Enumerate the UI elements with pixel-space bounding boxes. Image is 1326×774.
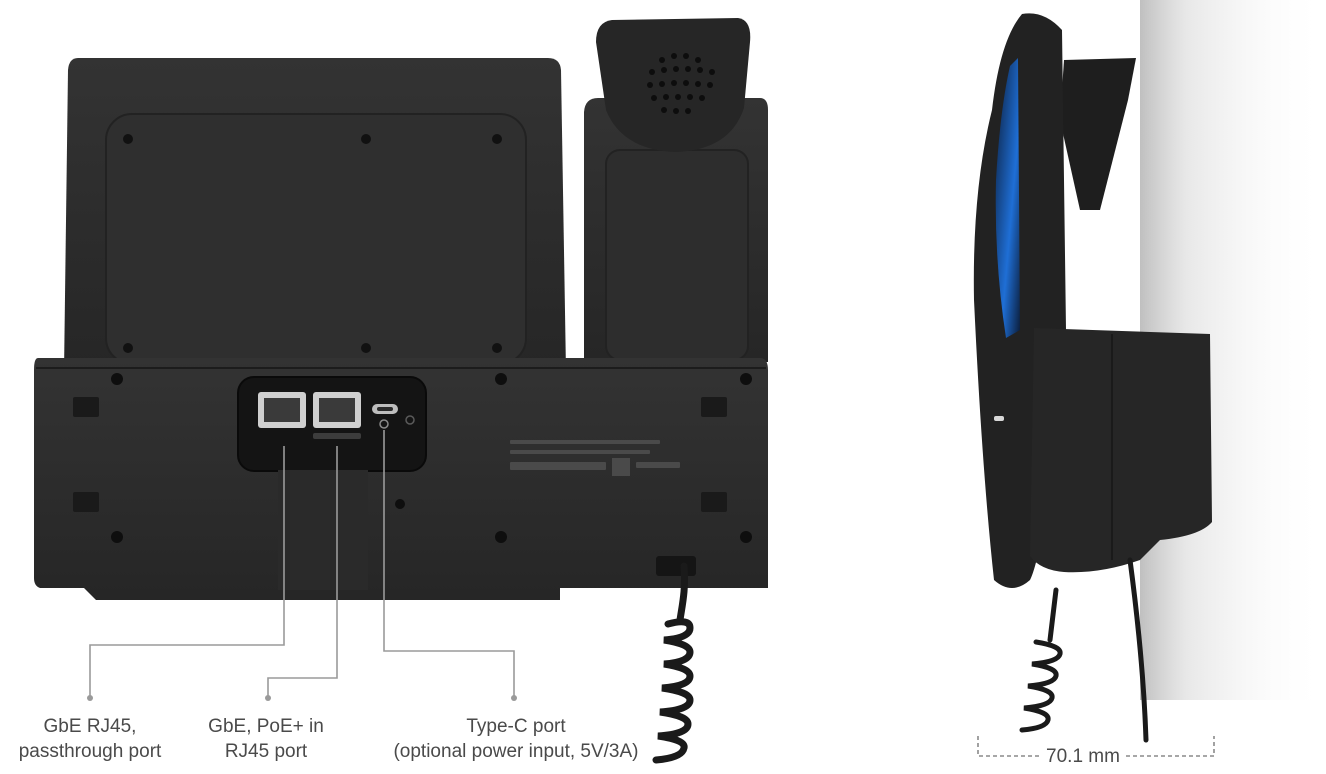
- side-handset: [1060, 58, 1136, 210]
- speaker-grille-icon: [647, 53, 715, 114]
- stand-post: [278, 470, 368, 590]
- regulatory-marks: [510, 440, 680, 476]
- cable-grommet: [656, 556, 696, 576]
- display-screws: [123, 134, 502, 353]
- rear-view: [34, 18, 768, 764]
- typec-port-label-line-2: (optional power input, 5V/3A): [393, 741, 639, 762]
- depth-value: 70.1 mm: [1046, 746, 1120, 767]
- depth-dimension-label: 70.1 mm: [1046, 744, 1120, 769]
- callout-passthrough: [89, 446, 285, 696]
- base-feet: [73, 397, 727, 512]
- poe-port-label-line-1: GbE, PoE+ in: [208, 716, 324, 737]
- rj45-passthrough-port: [258, 392, 306, 428]
- side-cords: [1019, 557, 1149, 743]
- passthrough-port-label-line-1: GbE RJ45,: [43, 716, 137, 737]
- callout-lines: [89, 430, 515, 696]
- depth-dimension: [977, 736, 1215, 757]
- side-view: [973, 0, 1326, 743]
- side-screen: [995, 58, 1020, 338]
- side-led-indicator: [994, 416, 1004, 421]
- poe-port-label: GbE, PoE+ in RJ45 port: [186, 714, 346, 764]
- typec-port-label: Type-C port (optional power input, 5V/3A…: [360, 714, 672, 764]
- base-unit: [34, 358, 768, 600]
- cradle-inner-panel: [605, 149, 749, 361]
- callout-poe: [267, 446, 338, 696]
- display-back-recess: [105, 113, 527, 365]
- rj45-poe-port: [313, 392, 361, 439]
- callout-endpoints: [87, 695, 517, 701]
- callout-typec: [383, 430, 515, 696]
- coiled-cord: [652, 562, 694, 764]
- side-base: [1030, 328, 1212, 573]
- passthrough-port-label: GbE RJ45, passthrough port: [0, 714, 180, 764]
- typec-port-label-line-1: Type-C port: [466, 716, 566, 737]
- usb-c-port: [372, 404, 415, 429]
- passthrough-port-label-line-2: passthrough port: [18, 741, 162, 762]
- base-screws: [111, 373, 752, 543]
- poe-port-label-line-2: RJ45 port: [224, 741, 308, 762]
